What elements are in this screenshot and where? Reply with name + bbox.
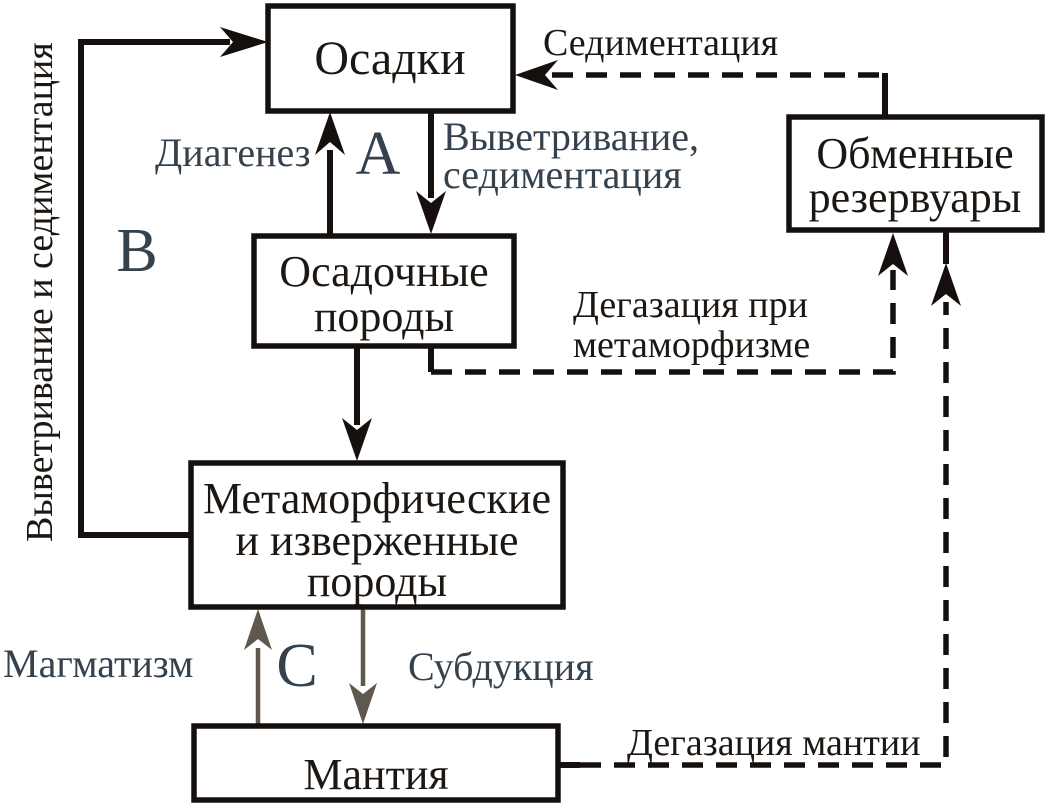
arrowhead-down-icon: [349, 683, 377, 724]
box-mantle: Мантия: [191, 723, 561, 803]
arrow-degassing-metamorphism-dash-line: [431, 270, 896, 375]
arrowhead-down-icon: [416, 191, 446, 234]
arrow-mantle-degassing-dashed: [558, 230, 961, 768]
label-letter-c: C: [276, 632, 317, 700]
box-sedimentary-rocks-label-line2: породы: [314, 292, 454, 341]
box-exchange-reservoirs: Обменные резервуары: [786, 114, 1045, 233]
label-letter-a: A: [356, 120, 401, 188]
box-sedimentary-rocks-rect: [251, 233, 517, 349]
box-mantle-label: Мантия: [303, 750, 448, 799]
box-metamorphic-igneous-rocks-label-line2: и изверженные: [235, 516, 518, 565]
label-sedimentation-top: Седиментация: [543, 22, 778, 64]
label-weathering-and-sedimentation-vertical: Выветривание и седиментация: [19, 42, 61, 542]
label-degassing-metamorphism-line1: Дегазация при: [573, 284, 808, 326]
box-mantle-rect: [191, 723, 561, 803]
arrowhead-up-icon: [315, 112, 345, 155]
arrowhead-right-icon: [220, 27, 268, 57]
arrowhead-left-icon: [515, 60, 558, 90]
box-exchange-reservoirs-label-line1: Обменные: [816, 129, 1013, 178]
arrowhead-up-icon: [878, 233, 908, 276]
label-weathering-sedimentation-line1: Выветривание,: [443, 114, 699, 159]
arrow-weathering-sedimentation-down: [416, 111, 446, 234]
arrow-degassing-metamorphism-dashed: [428, 233, 908, 375]
arrow-weathering-loop-b-line: [78, 39, 230, 538]
box-sedimentary-rocks-label-line1: Осадочные: [279, 247, 488, 296]
arrowhead-up-icon: [244, 609, 272, 650]
box-sediments-rect: [265, 3, 516, 114]
arrow-mantle-degassing-dash-line: [580, 302, 949, 768]
label-degassing-metamorphism-line2: метаморфизме: [573, 324, 810, 366]
box-sediments-label: Осадки: [314, 32, 465, 85]
label-magmatism: Магматизм: [3, 641, 193, 686]
box-metamorphic-igneous-rocks-label-line1: Метаморфические: [203, 474, 551, 523]
box-metamorphic-igneous-rocks-rect: [188, 460, 566, 610]
label-diagenesis: Диагенез: [155, 130, 311, 175]
box-sediments: Осадки: [265, 3, 516, 114]
arrow-weathering-loop-b: [78, 27, 268, 538]
arrow-sedimentation-dashed: [515, 60, 888, 118]
box-sedimentary-rocks: Осадочные породы: [251, 233, 517, 349]
arrow-diagenesis-up: [315, 112, 345, 236]
arrow-magmatism-up: [244, 609, 272, 724]
label-subduction: Субдукция: [408, 644, 594, 689]
box-metamorphic-igneous-rocks-label-line3: породы: [307, 557, 447, 606]
label-weathering-sedimentation-line2: седиментация: [443, 152, 682, 197]
label-letter-b: B: [116, 217, 157, 285]
box-metamorphic-igneous-rocks: Метаморфические и изверженные породы: [188, 460, 566, 610]
arrowhead-up-icon: [931, 263, 961, 306]
box-exchange-reservoirs-rect: [786, 114, 1045, 233]
box-exchange-reservoirs-label-line2: резервуары: [809, 173, 1022, 222]
arrow-sedimentary-to-metamorphic: [342, 346, 372, 461]
label-mantle-degassing: Дегазация мантии: [627, 722, 921, 764]
arrowhead-down-icon: [342, 418, 372, 461]
arrow-subduction-down: [349, 609, 377, 724]
